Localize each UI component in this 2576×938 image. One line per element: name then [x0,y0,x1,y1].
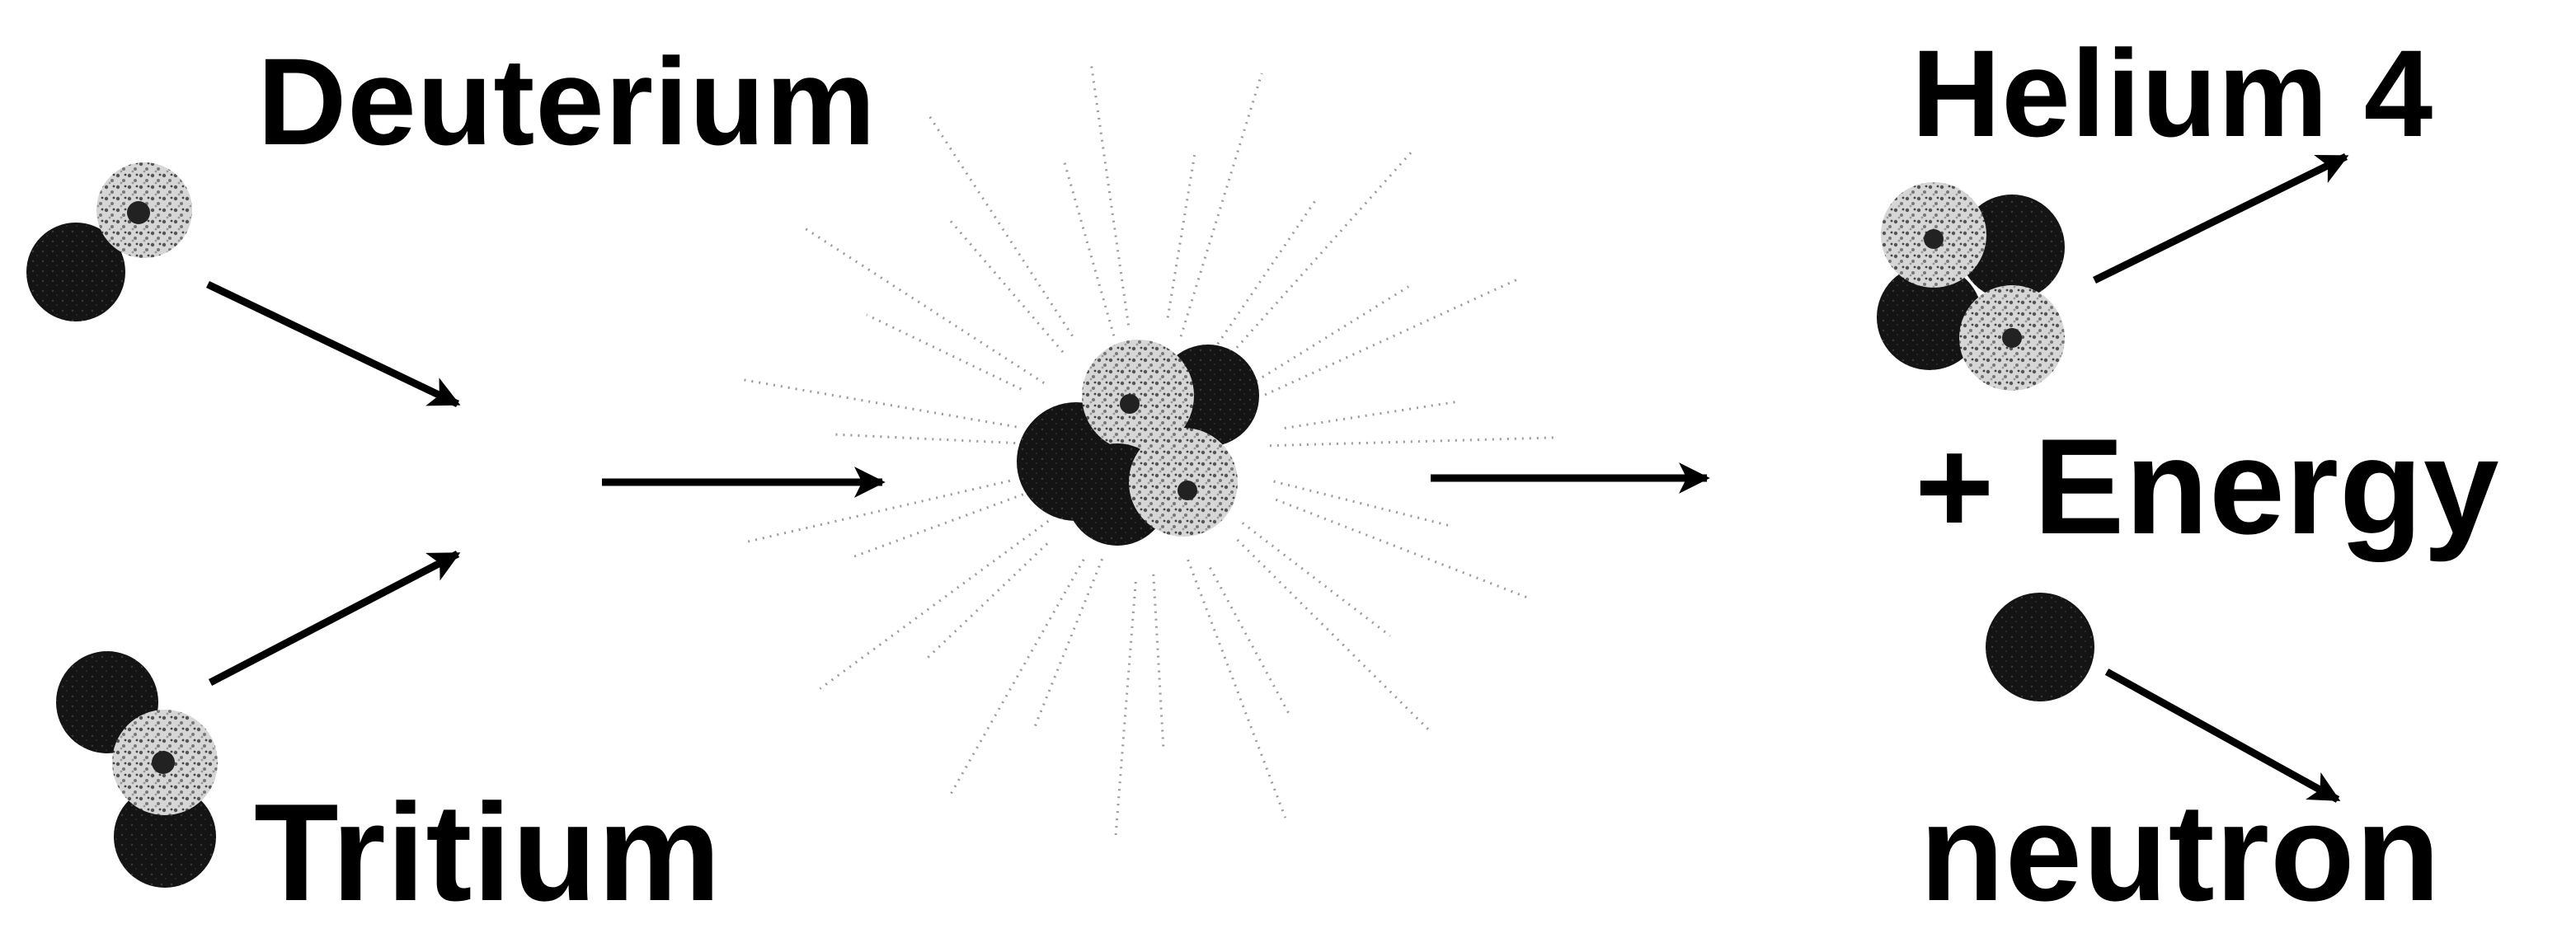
burst-ray [1235,149,1414,349]
arrow-tritium-in [208,551,461,686]
helium4-nucleus [1877,182,2065,391]
burst-ray [1166,155,1196,318]
burst-ray [740,378,1017,429]
burst-ray [1089,61,1130,326]
burst-ray [1033,558,1103,728]
burst-ray [1236,538,1432,734]
burst-ray [805,227,1045,384]
burst-ray [1275,498,1529,599]
burst-ray [1114,581,1137,840]
tritium-nucleus [56,651,218,888]
burst-ray [1264,278,1519,396]
neutron-particle [1959,195,2065,300]
burst-ray [833,433,1023,445]
burst-ray [853,493,1024,558]
burst-ray [866,313,1022,391]
free-neutron [1986,593,2094,701]
label-tritium: Tritium [254,775,722,930]
burst-ray [949,559,1085,795]
fusion-cluster [1017,340,1259,546]
arrow-helium-out [2093,152,2349,284]
neutron-particle [1877,265,1982,370]
burst-ray [1179,73,1263,337]
label-energy: + Energy [1915,410,2500,562]
burst-ray [947,218,1065,354]
deuterium-nucleus [26,162,192,321]
burst-ray [1187,559,1287,818]
burst-ray [1152,574,1165,747]
burst-ray [1063,162,1116,336]
burst-ray [1273,480,1450,528]
energy-burst [740,61,1558,840]
burst-ray [928,115,1074,337]
burst-ray [1284,401,1456,429]
proton-particle [1082,340,1194,452]
neutron-particle [114,786,216,888]
arrow-neutron-out [2104,668,2341,803]
burst-ray [1209,566,1290,715]
burst-ray [1216,198,1318,345]
burst-ray [745,479,1011,544]
burst-ray [1269,436,1558,448]
burst-ray [924,542,1049,661]
label-neutron: neutron [1920,775,2442,930]
label-deuterium: Deuterium [257,32,877,171]
arrow-deuterium-in [206,280,461,408]
label-helium4: Helium 4 [1911,24,2434,162]
burst-ray [819,519,1050,690]
burst-ray [1241,522,1391,637]
burst-ray [1248,285,1409,387]
neutron-particle [26,223,125,321]
